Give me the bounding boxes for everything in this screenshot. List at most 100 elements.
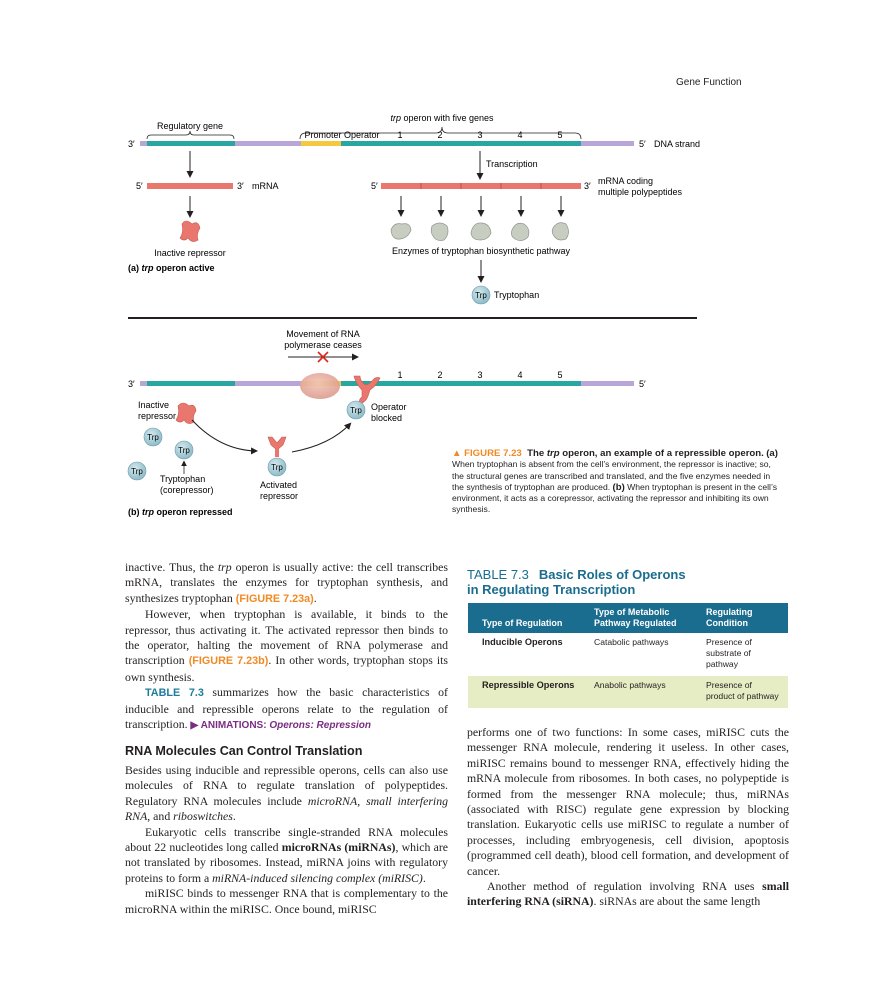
figure-caption: ▲ FIGURE 7.23 The trp operon, an example… — [452, 448, 778, 515]
trp-ball-2 — [174, 440, 194, 460]
bound-repressor — [353, 375, 381, 405]
movement-label-1: Movement of RNA — [286, 329, 360, 339]
enzyme-5 — [551, 222, 569, 241]
paragraph: TABLE 7.3 summarizes how the basic chara… — [125, 685, 448, 732]
table-header: Type of Regulation — [468, 603, 588, 633]
svg-text:3′: 3′ — [128, 379, 135, 389]
paragraph: However, when tryptophan is available, i… — [125, 607, 449, 684]
mrna-coding-label-2: multiple polypeptides — [598, 187, 683, 197]
polycistronic-mrna — [381, 183, 581, 189]
operator-blocked-label-1: Operator — [371, 402, 407, 412]
inactive-label-1: Inactive — [138, 400, 169, 410]
svg-text:5′: 5′ — [639, 379, 646, 389]
svg-text:4: 4 — [517, 370, 522, 380]
operon-brace — [299, 126, 582, 140]
blocked-x-icon — [317, 351, 329, 363]
dna-strand-a — [140, 141, 634, 146]
table-cell: Repressible Operons — [468, 676, 588, 708]
activated-repressor — [267, 436, 287, 451]
svg-text:5′: 5′ — [136, 181, 143, 191]
activated-label-2: repressor — [260, 491, 298, 501]
movement-label-2: polymerase ceases — [284, 340, 362, 350]
inactive-repressor-label: Inactive repressor — [154, 248, 226, 258]
operator-blocked-label-2: blocked — [371, 413, 402, 423]
figure-7-23: Regulatory gene trp operon with five gen… — [127, 113, 700, 517]
svg-text:5: 5 — [557, 130, 562, 140]
svg-text:5: 5 — [557, 370, 562, 380]
enzyme-4 — [511, 222, 530, 241]
running-head: Gene Function — [676, 77, 742, 88]
enzyme-1 — [390, 223, 412, 240]
svg-text:Trp: Trp — [178, 446, 190, 455]
trp-ball-product — [471, 285, 491, 305]
left-column: inactive. Thus, the trp operon is usuall… — [125, 560, 448, 917]
paragraph: Eukaryotic cells transcribe single-stran… — [125, 824, 448, 885]
paragraph: performs one of two functions: In some c… — [467, 725, 789, 878]
paragraph: Besides using inducible and repressible … — [125, 762, 448, 824]
rna-polymerase — [300, 373, 340, 399]
tryptophan-label: Tryptophan — [494, 290, 539, 300]
svg-text:3: 3 — [477, 370, 482, 380]
dna-5prime-a: 5′ — [639, 139, 646, 149]
svg-text:5′: 5′ — [371, 181, 378, 191]
table-header-row: Type of Regulation Type of Metabolic Pat… — [468, 603, 788, 633]
section-heading: RNA Molecules Can Control Translation — [125, 744, 363, 759]
trp-ball-bound — [346, 400, 366, 420]
paragraph: inactive. Thus, the trp operon is usuall… — [125, 560, 448, 605]
gene-numbers-a: 1 2 3 4 5 — [397, 130, 562, 140]
binding-arrow — [291, 422, 352, 453]
trp-ball-1 — [143, 427, 163, 447]
table-row: Inducible Operons Catabolic pathways Pre… — [468, 633, 788, 676]
corepressor-label-2: (corepressor) — [160, 485, 214, 495]
dna-strand-label: DNA strand — [654, 139, 700, 149]
svg-text:3′: 3′ — [584, 181, 591, 191]
table-row: Repressible Operons Anabolic pathways Pr… — [468, 676, 788, 708]
dna-strand-b — [140, 381, 634, 386]
svg-text:Trp: Trp — [147, 433, 159, 442]
dna-3prime-a: 3′ — [128, 139, 135, 149]
svg-text:Trp: Trp — [475, 291, 487, 300]
table-header: Regulating Condition — [700, 603, 788, 633]
svg-text:1: 1 — [397, 130, 402, 140]
regulatory-gene-label: Regulatory gene — [157, 121, 223, 131]
regulatory-gene-brace — [146, 130, 235, 140]
svg-text:Trp: Trp — [131, 467, 143, 476]
mrna-label: mRNA — [252, 181, 279, 191]
right-column: performs one of two functions: In some c… — [467, 725, 789, 910]
table-cell: Anabolic pathways — [588, 676, 700, 708]
paragraph: miRISC binds to messenger RNA that is co… — [125, 886, 448, 916]
transcription-label: Transcription — [486, 159, 538, 169]
svg-text:2: 2 — [437, 130, 442, 140]
table-7-3: Type of Regulation Type of Metabolic Pat… — [468, 603, 788, 708]
operon-label: trp operon with five genes — [390, 113, 494, 123]
gene-numbers-b: 1 2 3 4 5 — [397, 370, 562, 380]
svg-text:1: 1 — [397, 370, 402, 380]
repressor-mrna — [147, 183, 233, 189]
table-cell: Catabolic pathways — [594, 637, 669, 647]
enzyme-3 — [470, 222, 492, 241]
inactive-repressor-a — [179, 220, 201, 242]
paragraph: Another method of regulation involving R… — [467, 879, 789, 909]
svg-text:3: 3 — [477, 130, 482, 140]
enzymes — [390, 222, 569, 241]
panel-a-label: (a) trp operon active — [128, 263, 215, 273]
svg-text:Trp: Trp — [350, 406, 362, 415]
trp-ball-3 — [127, 461, 147, 481]
activated-label-1: Activated — [260, 480, 297, 490]
trp-ball-activated — [267, 457, 287, 477]
activation-arrow — [191, 419, 258, 455]
table-header: Type of Metabolic Pathway Regulated — [588, 603, 700, 633]
enzymes-label: Enzymes of tryptophan biosynthetic pathw… — [392, 246, 571, 256]
svg-text:2: 2 — [437, 370, 442, 380]
table-cell: Presence of substrate of pathway — [706, 637, 752, 669]
svg-text:4: 4 — [517, 130, 522, 140]
svg-text:3′: 3′ — [237, 181, 244, 191]
table-cell: Inducible Operons — [482, 637, 563, 647]
svg-text:Trp: Trp — [271, 463, 283, 472]
inactive-label-2: repressor — [138, 411, 176, 421]
panel-b-label: (b) trp operon repressed — [128, 507, 233, 517]
table-cell: Presence of product of pathway — [700, 676, 788, 708]
enzyme-2 — [430, 222, 449, 241]
corepressor-label-1: Tryptophan — [160, 474, 205, 484]
